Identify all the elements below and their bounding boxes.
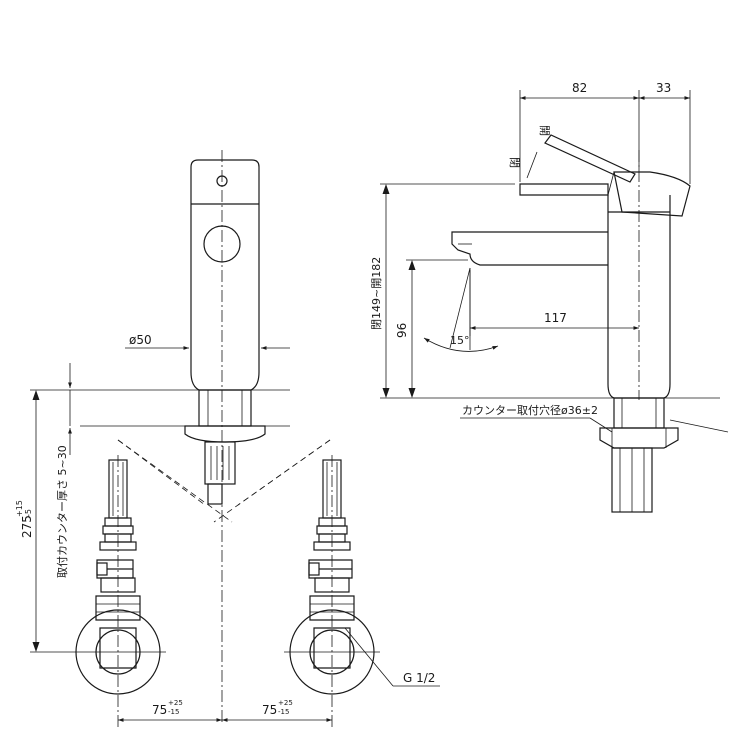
right-spacing-tol-lower: -15 — [278, 708, 289, 716]
dimension-spacing: 75 +25 -15 75 +25 -15 — [118, 699, 332, 722]
diameter-label: ø50 — [129, 333, 152, 347]
counter-hole-callout: カウンター取付穴径ø36±2 — [460, 403, 613, 433]
front-view: ø50 取付カウンター厚さ 5~30 275 +15 -5 75 +25 -15 — [15, 150, 440, 728]
left-spacing-label: 75 — [152, 703, 167, 717]
dimension-height: 275 +15 -5 — [15, 389, 80, 653]
counter-thickness-label: 取付カウンター厚さ 5~30 — [56, 445, 69, 578]
height-label: 275 — [20, 515, 34, 538]
lever-height-range-label: 閉149~開182 — [370, 257, 383, 330]
counter-hole-label: カウンター取付穴径ø36±2 — [462, 403, 598, 417]
dimension-counter-thickness: 取付カウンター厚さ 5~30 — [56, 363, 72, 578]
lever-close-label: 閉 — [508, 157, 521, 168]
right-spacing-tol-upper: +25 — [278, 699, 293, 707]
spout-height-label: 96 — [395, 323, 409, 338]
right-spacing-label: 75 — [262, 703, 277, 717]
spout-reach-label: 117 — [544, 311, 567, 325]
side-view: 82 33 開 閉 閉149~開182 96 117 — [370, 81, 729, 513]
thread-label: G 1/2 — [403, 671, 435, 685]
right-stop-valve — [284, 455, 380, 728]
thread-callout: G 1/2 — [344, 627, 440, 687]
spout-angle-label: 15° — [450, 334, 470, 347]
lever-length-label: 82 — [572, 81, 587, 95]
front-hoses — [117, 439, 331, 523]
height-tolerance-lower: -5 — [24, 509, 33, 517]
spout-angle: 15° — [423, 267, 499, 352]
dimension-diameter: ø50 — [125, 333, 290, 350]
lever-open-label: 開 — [538, 125, 551, 136]
dimension-lever-height: 閉149~開182 — [370, 183, 515, 398]
left-spacing-tol-lower: -15 — [168, 708, 179, 716]
body-offset-label: 33 — [656, 81, 671, 95]
dimension-spout-reach: 117 — [469, 150, 640, 400]
side-faucet-body — [451, 134, 691, 399]
dimension-spout-height: 96 — [395, 259, 468, 398]
height-tolerance-upper: +15 — [15, 500, 24, 517]
front-faucet-body — [190, 159, 260, 391]
front-mounting-assembly — [80, 389, 290, 505]
left-stop-valve — [70, 455, 166, 728]
dimension-top: 82 33 — [519, 81, 691, 184]
left-spacing-tol-upper: +25 — [168, 699, 183, 707]
side-mounting-assembly — [380, 397, 729, 513]
